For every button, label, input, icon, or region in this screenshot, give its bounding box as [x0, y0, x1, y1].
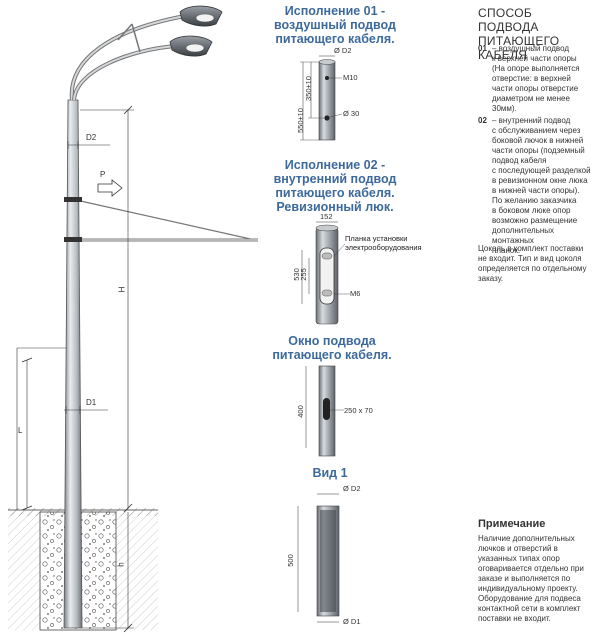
- v02-255: 255: [298, 268, 308, 281]
- v01-m10: M10: [343, 73, 358, 82]
- view1-500: 500: [285, 554, 295, 567]
- window-title: Окно подвода питающего кабеля.: [272, 334, 392, 362]
- label-l: L: [18, 426, 23, 435]
- item02-num: 02: [478, 116, 487, 125]
- v02-152: 152: [320, 212, 333, 221]
- v02-m6: M6: [350, 289, 361, 298]
- window-size: 250 x 70: [344, 406, 373, 415]
- v02-plate: Планка установки электрооборудования: [345, 234, 422, 252]
- view1-d1: Ø D1: [343, 617, 361, 626]
- v01-d2: Ø D2: [334, 46, 352, 55]
- remark-title: Примечание: [478, 518, 546, 530]
- item01-num: 01: [478, 44, 487, 53]
- label-d2: D2: [86, 133, 97, 142]
- item02-text: – внутренний подвод с обслуживанием чере…: [492, 116, 591, 255]
- window-400: 400: [295, 405, 305, 418]
- lamp-upper-icon: [179, 5, 223, 27]
- label-p: P: [100, 170, 106, 179]
- v01-350: 350±10: [303, 76, 313, 101]
- view1-title: Вид 1: [312, 466, 348, 480]
- remark-text: Наличие дополнительных лючков и отверсти…: [478, 534, 584, 623]
- right-title: СПОСОБ ПОДВОДА ПИТАЮЩЕГО КАБЕЛЯ: [478, 6, 560, 62]
- force-arrow-icon: [97, 179, 123, 197]
- base-note: Цоколь в комплект поставки не входит. Ти…: [478, 244, 587, 283]
- v01-550: 550±10: [295, 108, 305, 133]
- variant01-title: Исполнение 01 - воздушный подвод питающе…: [274, 4, 396, 46]
- cable-hole-icon: [324, 115, 330, 121]
- cable-window-icon: [323, 398, 330, 420]
- lamp-lower-icon: [169, 35, 213, 57]
- item01-text: – воздушный подвод к верхней части опоры…: [492, 44, 580, 113]
- view1-d2: Ø D2: [343, 484, 361, 493]
- contact-wire: [75, 199, 256, 241]
- label-d1: D1: [86, 398, 97, 407]
- v01-d30: Ø 30: [343, 109, 360, 118]
- variant02-title: Исполнение 02 - внутренний подвод питающ…: [273, 158, 397, 214]
